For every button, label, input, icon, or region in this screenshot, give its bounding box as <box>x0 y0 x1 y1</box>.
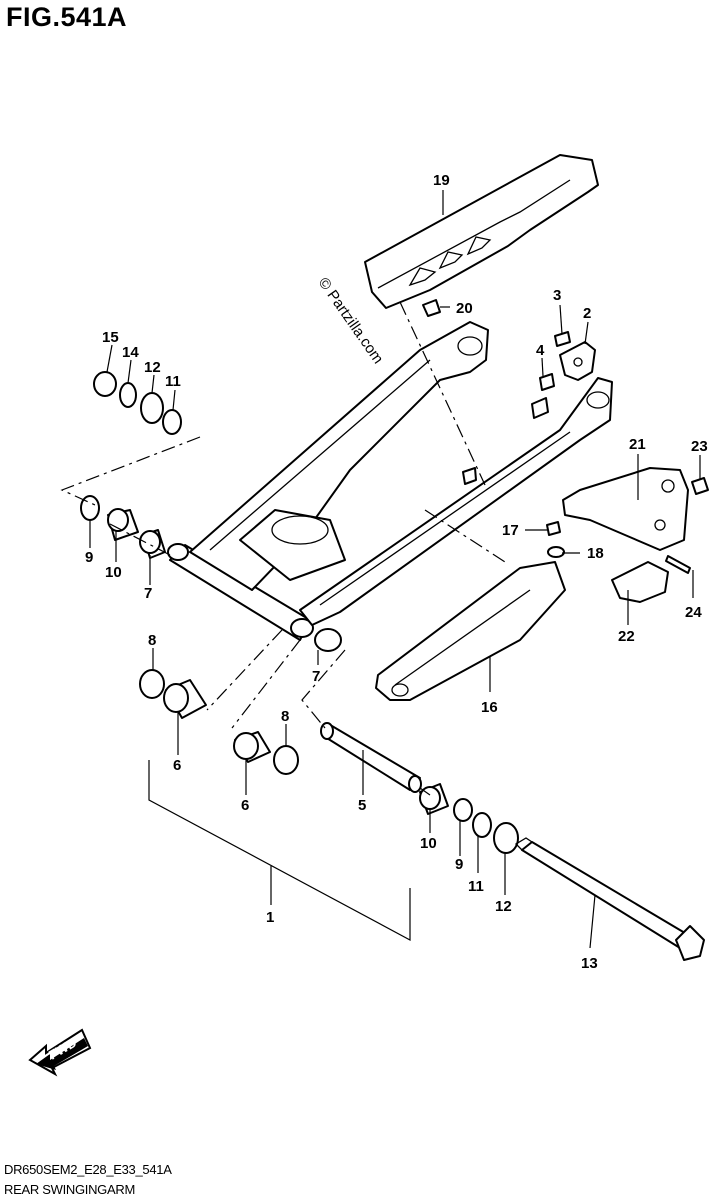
part-13-pivot-shaft <box>514 837 705 961</box>
part-9-seal-b <box>453 798 473 822</box>
callout-3: 3 <box>553 287 561 304</box>
part-8-seal-b <box>273 745 299 775</box>
callout-4: 4 <box>536 342 545 359</box>
part-16-chain-buffer <box>375 561 566 701</box>
part-17-bolt <box>546 521 561 536</box>
part-6-bearing-b <box>233 731 271 763</box>
part-11-washer <box>162 409 182 435</box>
callout-18: 18 <box>587 545 604 562</box>
part-11-washer-b <box>472 812 492 838</box>
part-7-bearing <box>139 529 166 559</box>
callout-9a: 9 <box>85 549 93 566</box>
part-15-nut <box>93 371 117 397</box>
callout-1: 1 <box>266 909 274 926</box>
callout-10a: 10 <box>105 564 122 581</box>
part-22-guard <box>611 561 669 603</box>
callout-8a: 8 <box>148 632 156 649</box>
callout-8b: 8 <box>281 708 289 725</box>
part-6-bearing <box>163 679 207 719</box>
part-5-spacer <box>320 722 422 793</box>
part-7-bearing-b <box>314 628 342 652</box>
callout-19: 19 <box>433 172 450 189</box>
swingarm-body <box>167 321 613 641</box>
alignment-lines <box>60 301 506 796</box>
part-24-bolt <box>665 555 691 574</box>
callout-labels: 1 2 3 4 5 6 6 7 7 8 8 9 9 10 10 11 11 12… <box>85 172 708 972</box>
part-12-washer <box>140 392 164 424</box>
callout-9b: 9 <box>455 856 463 873</box>
part-21-bracket <box>562 467 689 551</box>
part-10-spacer-b <box>419 783 449 815</box>
part-18-washer <box>547 546 565 558</box>
fwd-arrow-icon: FWD <box>28 1028 92 1077</box>
callout-11a: 11 <box>165 373 181 390</box>
callout-24: 24 <box>685 604 702 621</box>
callout-22: 22 <box>618 628 635 645</box>
part-14-washer <box>119 382 137 408</box>
part-19-chain-case <box>364 154 599 309</box>
callout-10b: 10 <box>420 835 437 852</box>
part-8-seal <box>139 669 165 699</box>
part-12-washer-b <box>493 822 519 854</box>
callout-23: 23 <box>691 438 708 455</box>
figure-title: FIG.541A <box>6 2 128 32</box>
part-1-bracket-line <box>148 760 411 942</box>
callout-6a: 6 <box>173 757 181 774</box>
callout-14: 14 <box>122 344 139 361</box>
callout-6b: 6 <box>241 797 249 814</box>
part-4-bolt <box>539 373 555 391</box>
figure-name: REAR SWINGINGARM <box>4 1182 135 1197</box>
callout-12a: 12 <box>144 359 161 376</box>
callout-7a: 7 <box>144 585 152 602</box>
part-3-bolt <box>554 331 571 347</box>
callout-13: 13 <box>581 955 598 972</box>
callout-12b: 12 <box>495 898 512 915</box>
callout-11b: 11 <box>468 878 484 895</box>
part-2-chain-adjuster <box>559 341 596 381</box>
callout-20: 20 <box>456 300 473 317</box>
callout-2: 2 <box>583 305 591 322</box>
callout-21: 21 <box>629 436 646 453</box>
part-20-bolt <box>422 299 441 317</box>
leader-lines <box>89 190 701 949</box>
part-10-spacer <box>107 508 139 541</box>
callout-16: 16 <box>481 699 498 716</box>
part-23-bolt <box>691 477 709 495</box>
callout-7b: 7 <box>312 668 320 685</box>
callout-17: 17 <box>502 522 519 539</box>
callout-5: 5 <box>358 797 366 814</box>
callout-15: 15 <box>102 329 119 346</box>
figure-code: DR650SEM2_E28_E33_541A <box>4 1162 172 1177</box>
